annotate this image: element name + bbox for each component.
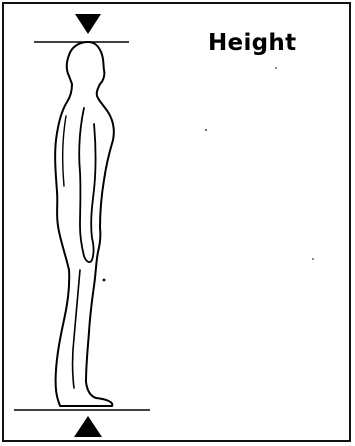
bottom-arrow-icon <box>74 416 102 437</box>
top-arrow-icon <box>75 14 101 34</box>
speck-dot <box>312 258 314 260</box>
speck-dot <box>275 67 277 69</box>
speck-dot <box>205 129 207 131</box>
standing-figure <box>55 42 114 406</box>
torso-detail-line <box>63 116 66 186</box>
speck-dot <box>103 279 106 282</box>
arm-outline <box>79 108 95 262</box>
leg-separation-line <box>73 270 81 388</box>
